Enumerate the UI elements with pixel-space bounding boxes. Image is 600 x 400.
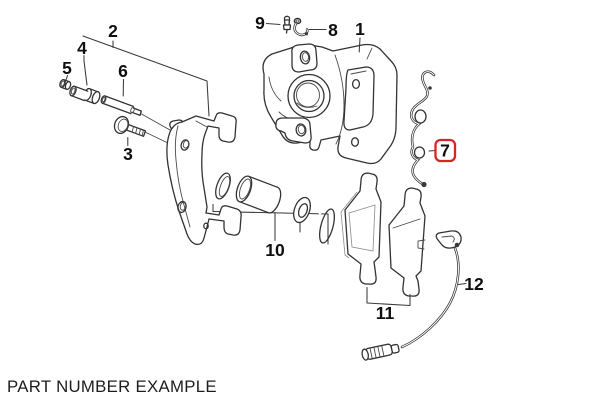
callout-labels: 1 2 3 4 5 6 7 8 9 10 11 12 [62,13,484,323]
caliper-housing [262,43,398,165]
callout-11[interactable]: 11 [376,303,395,323]
callout-4[interactable]: 4 [77,38,87,58]
callout-7-highlight-box[interactable] [434,138,457,163]
callout-1[interactable]: 1 [355,19,365,39]
callout-7[interactable]: 7 [440,141,450,161]
bleeder-valve [282,15,292,34]
callout-5[interactable]: 5 [62,58,72,78]
protection-cap [59,79,72,90]
footer-caption: PART NUMBER EXAMPLE [7,377,217,396]
callout-9[interactable]: 9 [255,13,265,33]
callout-leader-lines [64,22,467,307]
caliper-carrier [166,112,242,246]
brake-pad-set [340,172,426,297]
piston-repair-kit [215,172,336,244]
retainer-clip [293,17,309,37]
callout-10[interactable]: 10 [265,240,285,260]
callout-6[interactable]: 6 [118,61,128,81]
guide-bolt [113,115,147,137]
guide-bushing [69,85,101,105]
insertion-guide-lines [141,113,171,145]
callout-12[interactable]: 12 [464,274,484,294]
guide-pin [100,95,142,117]
callout-3[interactable]: 3 [123,144,133,164]
retaining-spring [410,70,436,188]
callout-8[interactable]: 8 [328,20,338,40]
callout-2[interactable]: 2 [108,21,118,41]
wear-sensor [361,230,462,361]
